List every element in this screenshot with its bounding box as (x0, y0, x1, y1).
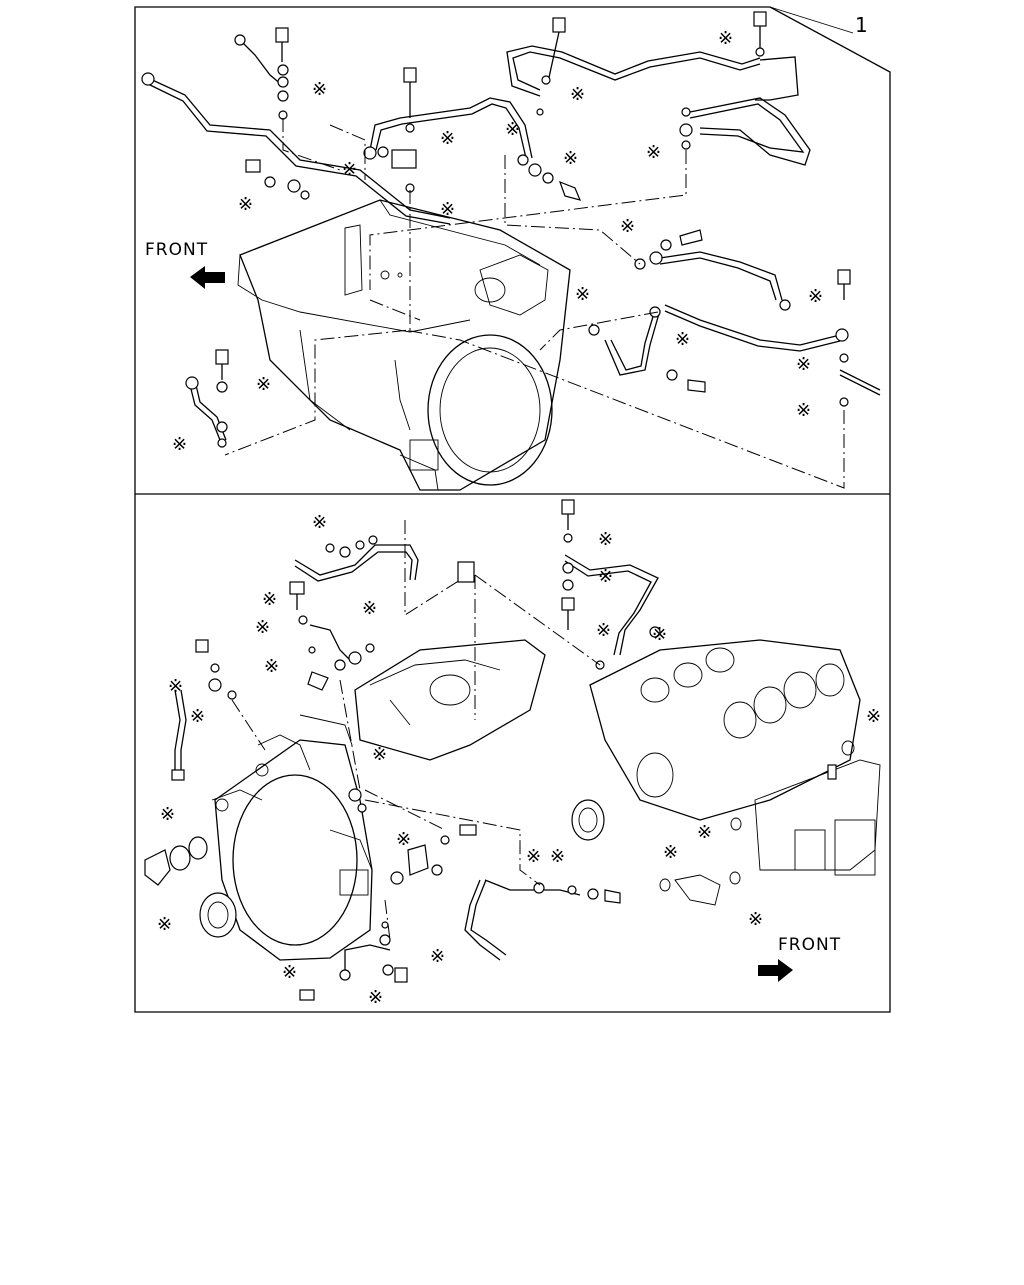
front-arrow-lower-icon (758, 959, 793, 982)
note-symbol: ※ (575, 284, 590, 305)
note-symbol: ※ (620, 216, 635, 237)
note-symbol: ※ (796, 400, 811, 421)
note-symbol: ※ (262, 589, 277, 610)
note-symbol: ※ (550, 846, 565, 867)
front-arrow-upper-icon (190, 266, 225, 289)
note-symbols-upper: ※ ※ ※ ※ ※ ※ ※ ※ ※ ※ ※ ※ ※ ※ ※ ※ ※ ※ (172, 28, 823, 455)
note-symbol: ※ (430, 946, 445, 967)
fuel-lines-upper (141, 34, 881, 441)
note-symbol: ※ (256, 374, 271, 395)
note-symbol: ※ (168, 676, 183, 697)
cylinder-block-lower (589, 639, 881, 876)
note-symbol: ※ (157, 914, 172, 935)
note-symbol: ※ (264, 656, 279, 677)
diagram-frame (134, 6, 891, 1013)
note-symbol: ※ (697, 822, 712, 843)
note-symbol: ※ (372, 744, 387, 765)
note-symbol: ※ (396, 829, 411, 850)
note-symbol: ※ (368, 987, 383, 1008)
fasteners-lower (195, 499, 837, 1001)
leader-lines-lower (231, 520, 601, 941)
note-symbol: ※ (646, 142, 661, 163)
callout-leader (769, 6, 854, 34)
upper-panel: FRONT (141, 11, 881, 491)
note-symbol: ※ (238, 194, 253, 215)
seals-lower (144, 740, 855, 938)
note-symbol: ※ (652, 624, 667, 645)
note-symbol: ※ (526, 846, 541, 867)
note-symbol: ※ (596, 620, 611, 641)
fuel-lines-lower (171, 544, 659, 975)
note-symbol: ※ (718, 28, 733, 49)
flywheel-housing-lower (211, 714, 373, 961)
note-symbol: ※ (663, 842, 678, 863)
note-symbol: ※ (563, 148, 578, 169)
note-symbol: ※ (190, 706, 205, 727)
note-symbol: ※ (570, 84, 585, 105)
note-symbol: ※ (598, 566, 613, 587)
note-symbol: ※ (675, 329, 690, 350)
note-symbol: ※ (808, 286, 823, 307)
note-symbol: ※ (312, 512, 327, 533)
note-symbol: ※ (796, 354, 811, 375)
lower-panel: FRONT (144, 499, 881, 1008)
fasteners-upper (215, 11, 851, 448)
front-label-lower: FRONT (778, 935, 841, 955)
note-symbol: ※ (172, 434, 187, 455)
note-symbol: ※ (160, 804, 175, 825)
note-symbol: ※ (598, 529, 613, 550)
note-symbol: ※ (342, 159, 357, 180)
leader-lines-upper (224, 118, 845, 489)
note-symbol: ※ (255, 617, 270, 638)
note-symbol: ※ (866, 706, 881, 727)
note-symbol: ※ (748, 909, 763, 930)
note-symbol: ※ (505, 119, 520, 140)
note-symbol: ※ (362, 598, 377, 619)
front-label-upper: FRONT (145, 240, 208, 260)
note-symbol: ※ (440, 199, 455, 220)
crankcase-lower (354, 639, 546, 761)
note-symbol: ※ (312, 79, 327, 100)
engine-block-upper (237, 199, 571, 491)
note-symbol: ※ (440, 128, 455, 149)
note-symbol: ※ (282, 962, 297, 983)
callout-number: 1 (855, 13, 868, 37)
note-symbols-lower: ※ ※ ※ ※ ※ ※ ※ ※ ※ ※ ※ ※ ※ ※ ※ ※ ※ ※ ※ ※ … (157, 512, 881, 1008)
